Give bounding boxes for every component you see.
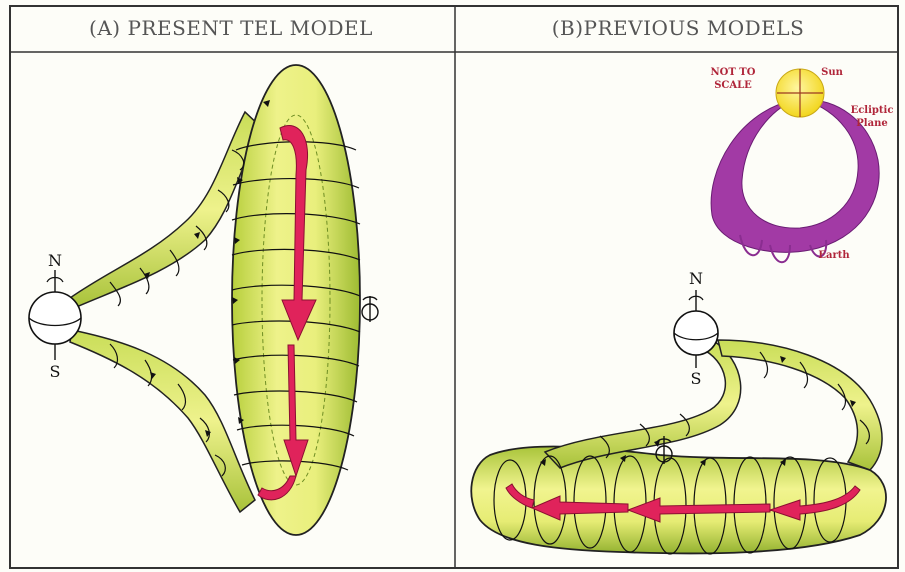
panel-a-title: (A) PRESENT TEL MODEL xyxy=(10,6,452,46)
inset-earth-label: Earth xyxy=(818,250,850,261)
rotation-symbol-a xyxy=(362,296,378,322)
inset-loop xyxy=(711,100,879,252)
flux-rope-leg-right xyxy=(718,340,882,470)
sun-globe-a xyxy=(29,270,81,360)
rotation-symbol-b xyxy=(656,436,672,464)
inset-plane-label-line2: Plane xyxy=(856,118,887,129)
south-pole-label-b: S xyxy=(691,369,702,388)
panel-a-diagram: N S xyxy=(29,65,378,535)
north-pole-label-a: N xyxy=(48,251,62,270)
inset-plane-label-line1: Ecliptic xyxy=(851,105,894,116)
north-pole-label-b: N xyxy=(689,269,703,288)
panel-b-title: (B)PREVIOUS MODELS xyxy=(458,6,898,46)
inset-scale-note-line1: NOT TO xyxy=(711,67,756,78)
sun-globe-b xyxy=(674,290,718,368)
flux-rope-leg-left xyxy=(545,340,741,468)
inset-sun-label: Sun xyxy=(821,67,843,78)
south-pole-label-a: S xyxy=(50,362,61,381)
flux-tube-lower-leg xyxy=(70,330,255,512)
inset-scale-note-line2: SCALE xyxy=(714,80,752,91)
panel-b-diagram: NOT TO SCALE Sun Ecliptic Plane Earth xyxy=(471,67,893,554)
ecliptic-inset: NOT TO SCALE Sun Ecliptic Plane Earth xyxy=(711,67,894,262)
